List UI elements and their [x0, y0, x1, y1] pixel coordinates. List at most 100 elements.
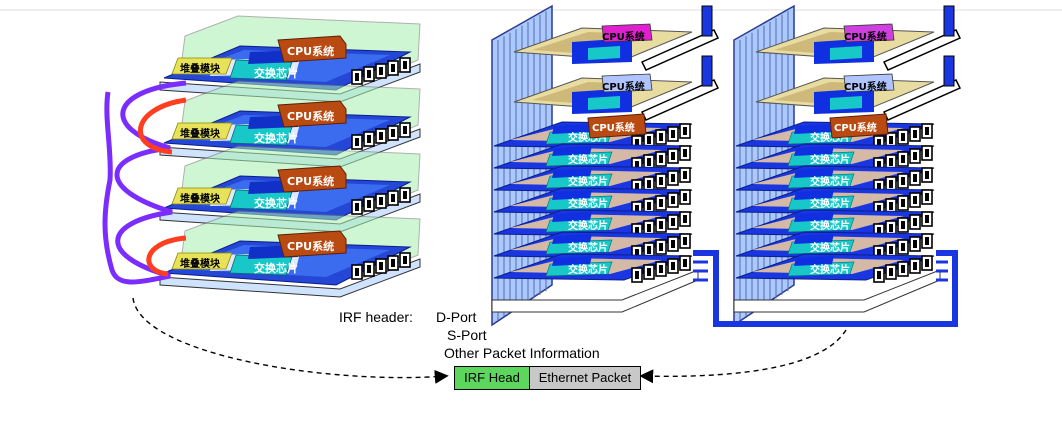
stack-module-label: 堆叠模块: [180, 192, 221, 205]
port-group: [631, 211, 691, 239]
switch-chip-label: 交换芯片: [810, 241, 850, 254]
port-group: [631, 233, 691, 261]
line-card-6: 交换芯片: [735, 231, 935, 261]
line-card-3: 交换芯片: [735, 165, 935, 195]
other-packet-info-label: Other Packet Information: [444, 345, 600, 361]
switch-chip-label: 交换芯片: [254, 261, 298, 275]
main-board-1: CPU系统: [755, 5, 962, 71]
switch-chip: [545, 217, 613, 233]
line-card-2: 交换芯片: [493, 143, 693, 173]
switch-chip-label: 交换芯片: [810, 175, 850, 188]
port-group: [351, 187, 411, 215]
port-group: [873, 145, 933, 173]
port-group: [351, 252, 411, 280]
line-card-7: 交换芯片: [493, 253, 693, 283]
cpu-block: [277, 100, 347, 128]
port-group: [351, 57, 411, 85]
cpu-label: CPU系统: [287, 174, 334, 188]
switch-chip-label: 交换芯片: [810, 197, 850, 210]
switch-chip-label: 交换芯片: [254, 196, 298, 210]
switch-chip-label: 交换芯片: [568, 153, 608, 166]
cpu-block: [277, 165, 347, 193]
switch-chip: [545, 239, 613, 255]
sport-label: S-Port: [447, 327, 487, 343]
switch-chip: [545, 151, 613, 167]
chassis-a: CPU系统CPU系统交换芯片交换芯片交换芯片交换芯片交换芯片交换芯片交换芯片CP…: [491, 4, 720, 327]
ring-cable-2: [146, 235, 187, 277]
stack-cable-purple: [102, 80, 187, 285]
cpu-label: CPU系统: [844, 30, 887, 43]
irf-header-label: IRF header:: [339, 309, 413, 325]
stack-module: [171, 252, 233, 270]
port-group: [873, 211, 933, 239]
switch-chip-label: 交换芯片: [568, 219, 608, 232]
cpu-label: CPU系统: [592, 121, 635, 134]
switch-chip-label: 交换芯片: [254, 131, 298, 145]
chassis-interconnect-cable: [693, 250, 958, 327]
switch-chip-label: 交换芯片: [568, 197, 608, 210]
cpu-block: [277, 35, 347, 63]
port-group: [631, 255, 691, 283]
stack-module: [171, 122, 233, 140]
switch-chip: [787, 239, 855, 255]
port-group: [351, 122, 411, 150]
dport-label: D-Port: [436, 309, 477, 325]
irf-head-box: IRF Head: [454, 366, 530, 390]
line-card-2: 交换芯片: [735, 143, 935, 173]
port-group: [873, 255, 933, 283]
cpu-label: CPU系统: [602, 30, 645, 43]
switch-chip: [787, 217, 855, 233]
switch-chip-label: 交换芯片: [810, 263, 850, 276]
cpu-label: CPU系统: [844, 80, 887, 93]
arrow-left-to-irf-head: [132, 297, 449, 384]
chassis-b: CPU系统CPU系统交换芯片交换芯片交换芯片交换芯片交换芯片交换芯片交换芯片CP…: [733, 4, 962, 327]
cpu-block: [277, 230, 347, 258]
line-card-7: 交换芯片: [735, 253, 935, 283]
switch-chip: [787, 195, 855, 211]
stack-module-label: 堆叠模块: [180, 127, 221, 140]
main-board-1: CPU系统: [513, 5, 720, 71]
switch-chip-label: 交换芯片: [254, 66, 298, 80]
switch-chip: [787, 261, 855, 277]
cpu-label: CPU系统: [287, 44, 334, 58]
port-group: [873, 123, 933, 151]
stack-module: [171, 57, 233, 75]
cpu-label: CPU系统: [287, 109, 334, 123]
line-card-5: 交换芯片: [493, 209, 693, 239]
line-card-6: 交换芯片: [493, 231, 693, 261]
line-card-4: 交换芯片: [735, 187, 935, 217]
cpu-block: [587, 113, 647, 139]
switch-chip-label: 交换芯片: [568, 175, 608, 188]
cpu-label: CPU系统: [834, 121, 877, 134]
switch-chip-label: 交换芯片: [810, 153, 850, 166]
cpu-label: CPU系统: [602, 80, 645, 93]
ethernet-packet-box: Ethernet Packet: [529, 366, 641, 390]
switch-chip: [545, 195, 613, 211]
cpu-label: CPU系统: [287, 239, 334, 253]
stacked-switches: CPU系统交换芯片堆叠模块CPU系统交换芯片堆叠模块CPU系统交换芯片堆叠模块C…: [102, 15, 421, 298]
port-group: [631, 145, 691, 173]
stack-module: [171, 187, 233, 205]
switch-chip: [787, 151, 855, 167]
ring-cable-1: [138, 97, 187, 155]
stack-module-label: 堆叠模块: [180, 62, 221, 75]
line-card-5: 交换芯片: [735, 209, 935, 239]
main-board-2: CPU系统: [513, 55, 720, 121]
port-group: [631, 167, 691, 195]
main-board-2: CPU系统: [755, 55, 962, 121]
switch-chip: [787, 173, 855, 189]
line-card-3: 交换芯片: [493, 165, 693, 195]
arrow-right-to-ethernet: [639, 329, 847, 384]
port-group: [873, 233, 933, 261]
stack-module-label: 堆叠模块: [180, 257, 221, 270]
switch-chip-label: 交换芯片: [568, 263, 608, 276]
switch-chip: [545, 261, 613, 277]
switch-chip-label: 交换芯片: [810, 219, 850, 232]
switch-chip-label: 交换芯片: [568, 241, 608, 254]
switch-chip: [545, 173, 613, 189]
cpu-block: [829, 113, 889, 139]
